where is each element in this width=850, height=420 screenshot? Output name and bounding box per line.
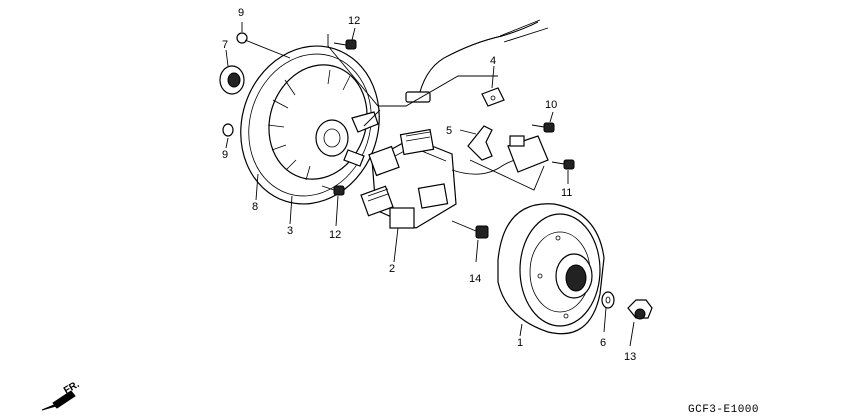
label-part-1: 1: [517, 337, 523, 349]
label-part-12-upper: 12: [348, 15, 360, 27]
oil-seal: [219, 65, 245, 95]
wire-clamp-bracket: [481, 87, 505, 107]
direction-label: FR.: [62, 379, 82, 397]
part-labels: 9 7 9 8 3 12 12 2 4 5 10 11 14 1 6 13: [222, 7, 636, 363]
screw-11: [551, 159, 575, 170]
diagram-code: GCF3-E1000: [688, 404, 759, 416]
screw-lower: [321, 185, 345, 196]
flywheel: [497, 203, 605, 335]
flange-nut: [627, 299, 653, 320]
label-part-12-lower: 12: [329, 229, 341, 241]
label-part-9-upper: 9: [238, 7, 244, 19]
label-part-4: 4: [490, 55, 496, 67]
label-part-3: 3: [287, 225, 293, 237]
screw-10: [531, 122, 555, 133]
bolt-14: [451, 220, 489, 239]
leader-lines: [225, 22, 635, 347]
label-part-9-lower: 9: [222, 149, 228, 161]
washer: [601, 291, 615, 309]
label-part-14: 14: [469, 273, 481, 285]
label-part-7: 7: [222, 39, 228, 51]
stator-base-assembly: [240, 45, 380, 205]
label-part-2: 2: [389, 263, 395, 275]
label-part-6: 6: [600, 337, 606, 349]
o-ring-lower: [222, 123, 234, 137]
wire-clip: [467, 125, 493, 161]
label-part-11: 11: [561, 187, 572, 199]
pulse-generator: [507, 135, 549, 173]
label-part-8: 8: [252, 201, 258, 213]
stator-coil: [360, 128, 457, 229]
label-part-10: 10: [545, 99, 557, 111]
screw-upper: [333, 39, 357, 50]
o-ring-upper: [236, 32, 248, 44]
front-direction-arrow: FR.: [41, 379, 82, 411]
label-part-13: 13: [624, 351, 636, 363]
label-part-5: 5: [446, 125, 452, 137]
wire-harness: [405, 19, 549, 175]
